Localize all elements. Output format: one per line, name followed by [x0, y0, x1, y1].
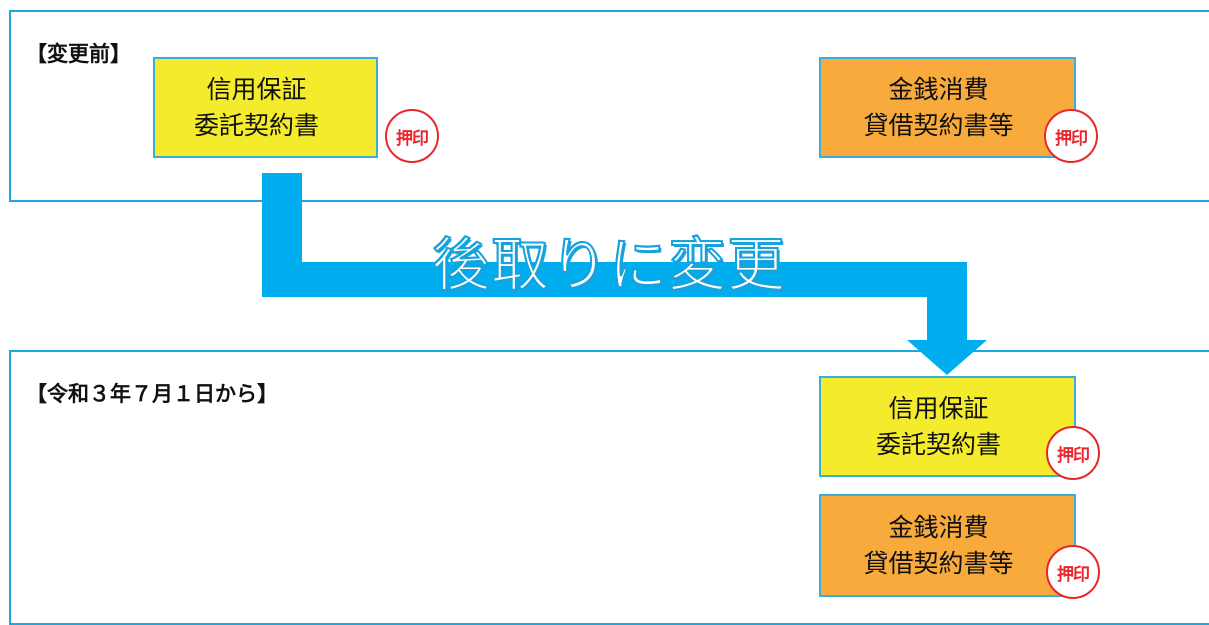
arrow-label: 後取りに変更 [431, 230, 787, 300]
doc-line2: 貸借契約書等 [863, 110, 1014, 140]
before-guarantee-doc: 信用保証 委託契約書 [153, 57, 378, 158]
seal-stamp: 押印 [1044, 109, 1098, 163]
doc-line2: 貸借契約書等 [863, 548, 1014, 578]
arrow-shape [262, 173, 987, 375]
change-arrow [262, 173, 987, 375]
seal-stamp: 押印 [1046, 545, 1100, 599]
before-title: 【変更前】 [26, 42, 131, 66]
after-loan-doc: 金銭消費 貸借契約書等 [819, 494, 1076, 597]
doc-line2: 委託契約書 [875, 429, 1001, 459]
seal-stamp: 押印 [385, 109, 439, 163]
after-guarantee-doc: 信用保証 委託契約書 [819, 376, 1076, 477]
before-loan-doc: 金銭消費 貸借契約書等 [819, 57, 1076, 158]
doc-line2: 委託契約書 [193, 110, 319, 140]
seal-stamp: 押印 [1046, 426, 1100, 480]
doc-line1: 信用保証 [888, 393, 989, 423]
after-title: 【令和３年７月１日から】 [26, 382, 278, 406]
doc-line1: 信用保証 [206, 74, 307, 104]
doc-line1: 金銭消費 [888, 74, 989, 104]
doc-line1: 金銭消費 [888, 512, 989, 542]
